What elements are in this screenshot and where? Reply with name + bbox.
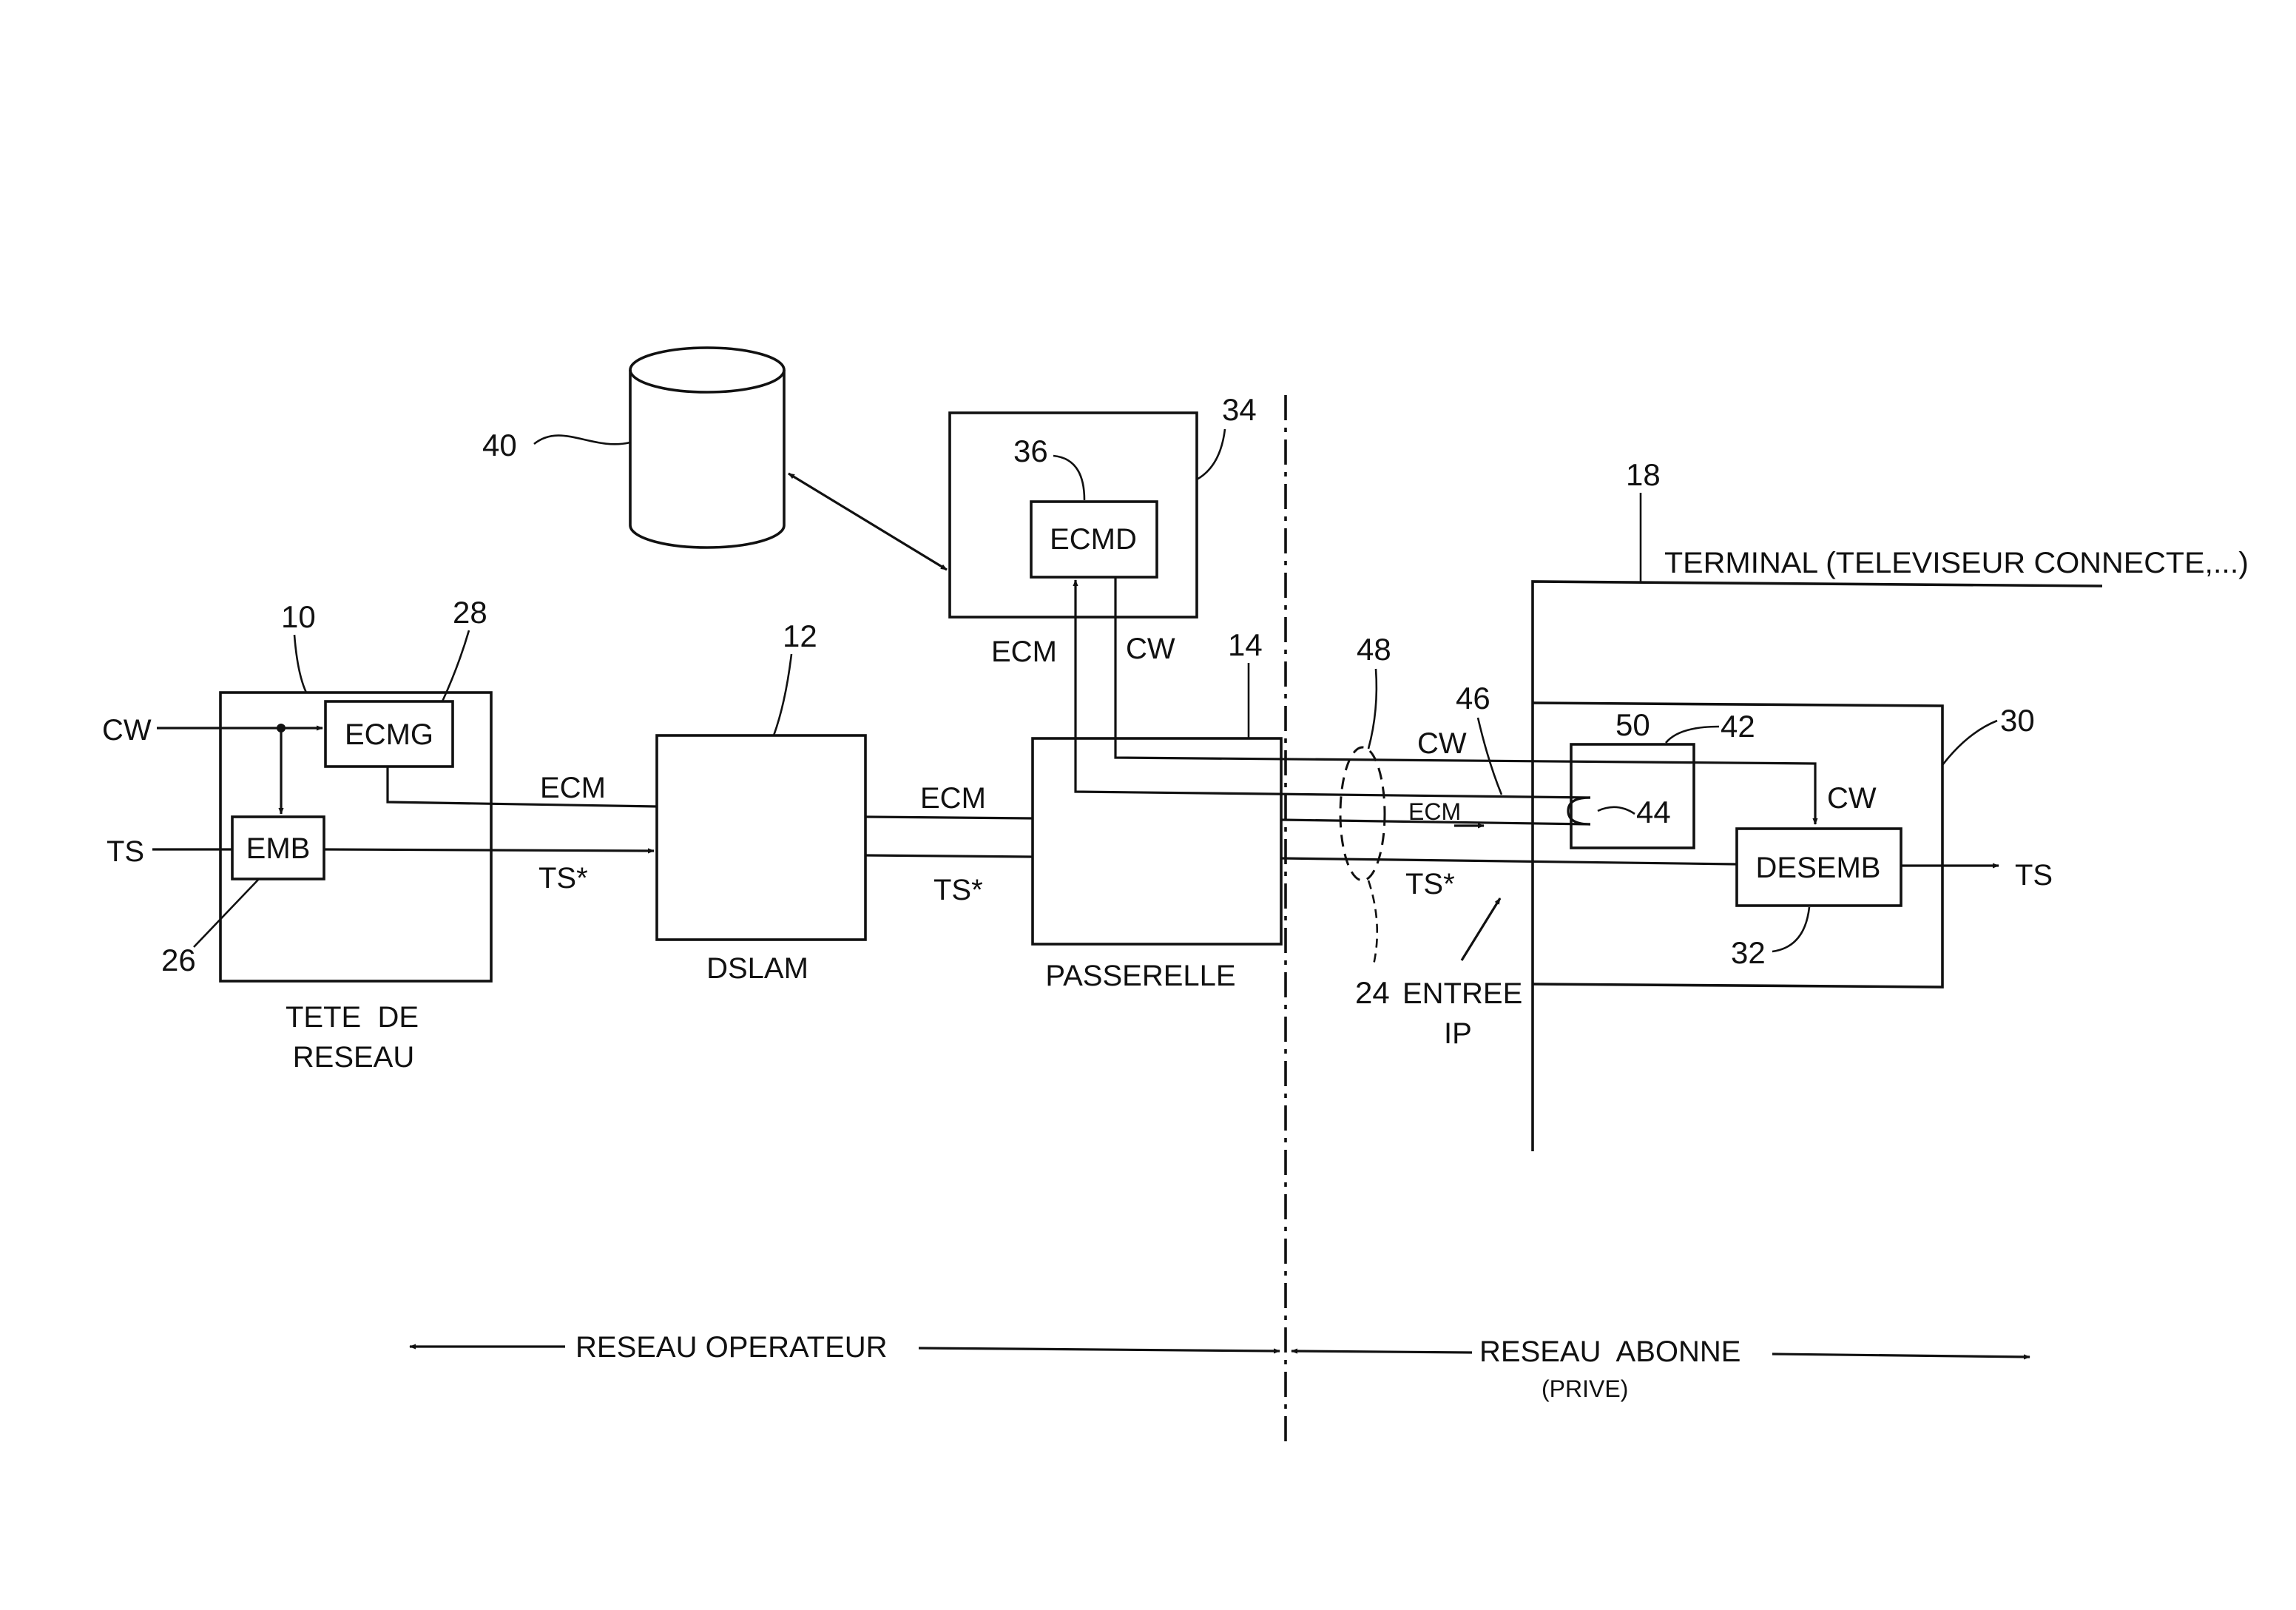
ref-12: 12: [783, 619, 817, 653]
ecm-to-dslam-line: [388, 767, 657, 806]
reseau-abonne-left-arrow: [1292, 1351, 1472, 1353]
dslam-label: DSLAM: [706, 952, 808, 985]
passerelle-box: [1033, 738, 1281, 944]
server-box: [950, 413, 1197, 617]
reseau-operateur-right-arrow: [919, 1348, 1280, 1351]
ts-input-label: TS: [107, 835, 144, 868]
entree-label-line2: IP: [1444, 1017, 1472, 1050]
ecm-label-2: ECM: [920, 782, 986, 815]
ts-star-dslam-to-gateway: [865, 855, 1033, 857]
database-icon: [630, 348, 784, 548]
emb-label: EMB: [246, 832, 311, 865]
cw-down-label: CW: [1126, 633, 1175, 665]
ref-14: 14: [1228, 627, 1263, 662]
lead-32: [1772, 907, 1809, 951]
reseau-abonne-label: RESEAU ABONNE: [1479, 1336, 1740, 1368]
ref-10: 10: [281, 599, 316, 634]
ecm-label-3: ECM: [1408, 798, 1461, 825]
ref-30: 30: [2000, 703, 2035, 738]
lead-28: [442, 630, 469, 701]
ts-star-label-1: TS*: [538, 862, 588, 895]
ecmd-label: ECMD: [1050, 523, 1137, 556]
prive-label: (PRIVE): [1542, 1375, 1628, 1402]
ts-star-to-dslam-line: [324, 849, 654, 851]
cw-label-3: CW: [1417, 727, 1467, 760]
terminal-label: TERMINAL (TELEVISEUR CONNECTE,...): [1664, 547, 2249, 579]
ref-32: 32: [1731, 935, 1766, 970]
lead-48: [1368, 669, 1377, 749]
lead-34: [1197, 429, 1225, 479]
ecm-dslam-to-gateway: [865, 817, 1033, 818]
ts-star-to-desemb-line: [1281, 858, 1737, 864]
ecm-up-label: ECM: [991, 636, 1057, 668]
ref-24: 24: [1355, 975, 1390, 1010]
cw-input-label: CW: [102, 714, 152, 747]
ref-28: 28: [453, 595, 487, 630]
passerelle-label: PASSERELLE: [1045, 960, 1235, 992]
db-server-link: [789, 474, 947, 570]
lead-42: [1666, 727, 1719, 743]
reseau-operateur-label: RESEAU OPERATEUR: [575, 1331, 888, 1364]
reseau-abonne-right-arrow: [1772, 1354, 2030, 1357]
ref-46: 46: [1456, 681, 1490, 715]
lead-46: [1478, 718, 1502, 795]
tete-label-line1: TETE DE: [286, 1001, 419, 1034]
ts-star-label-2: TS*: [933, 874, 983, 906]
ref-40: 40: [482, 428, 517, 462]
ref-48: 48: [1357, 632, 1391, 667]
ts-output-label: TS: [2015, 859, 2053, 892]
ecm-label-1: ECM: [540, 772, 606, 804]
ref-34: 34: [1222, 392, 1257, 427]
ref-18: 18: [1626, 457, 1661, 492]
ts-star-label-3: TS*: [1405, 868, 1455, 900]
dslam-box: [657, 735, 865, 940]
desemb-label: DESEMB: [1756, 852, 1881, 884]
lead-24: [1368, 880, 1377, 968]
ref-36: 36: [1013, 434, 1048, 468]
lead-26: [194, 879, 259, 947]
tete-label-line2: RESEAU: [293, 1041, 415, 1074]
lead-30: [1942, 721, 1997, 765]
ref-50: 50: [1615, 707, 1650, 742]
ref-44: 44: [1636, 795, 1671, 829]
ref-26: 26: [161, 943, 196, 977]
module-42-box: [1571, 744, 1694, 848]
lead-44: [1598, 807, 1635, 814]
ref-42: 42: [1721, 709, 1755, 744]
entree-arrow: [1462, 898, 1500, 960]
ecm-return-line: [1076, 580, 1590, 798]
lead-12: [774, 654, 791, 735]
ecmg-label: ECMG: [345, 718, 433, 751]
lead-10: [294, 635, 306, 693]
lead-36: [1053, 456, 1084, 500]
entree-label-line1: ENTREE: [1402, 977, 1522, 1010]
lead-40: [534, 436, 630, 445]
cw-label-4: CW: [1827, 782, 1877, 815]
